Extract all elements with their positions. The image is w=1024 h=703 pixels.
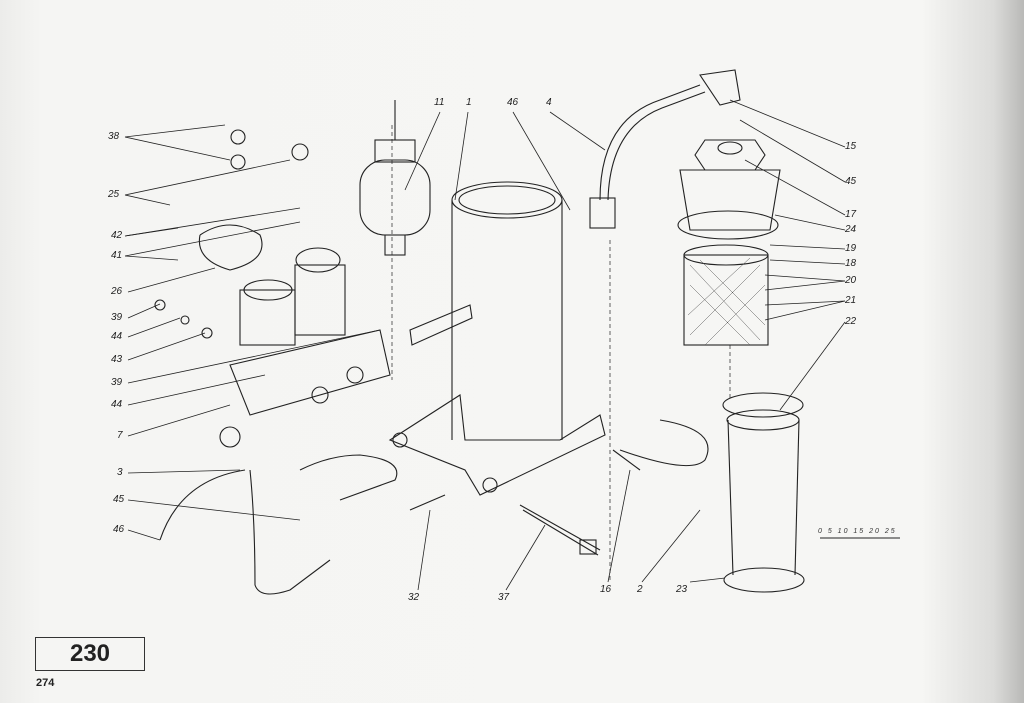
callout-21: 21 xyxy=(845,295,857,306)
callout-20: 20 xyxy=(845,275,857,286)
callout-24: 24 xyxy=(845,224,857,235)
callout-32: 32 xyxy=(408,592,420,603)
callout-25: 25 xyxy=(108,189,120,200)
figure-number-box: 230 xyxy=(35,637,145,671)
callout-44: 44 xyxy=(111,331,123,342)
callout-17: 17 xyxy=(845,209,857,220)
callout-4: 4 xyxy=(546,97,552,108)
callout-39: 39 xyxy=(111,312,123,323)
page-number: 274 xyxy=(36,677,55,689)
callout-46: 46 xyxy=(507,97,519,108)
callout-46: 46 xyxy=(113,524,125,535)
callout-37: 37 xyxy=(498,592,510,603)
callout-2: 2 xyxy=(637,584,643,595)
callout-7: 7 xyxy=(117,430,123,441)
callout-18: 18 xyxy=(845,258,857,269)
callout-45: 45 xyxy=(113,494,125,505)
callout-3: 3 xyxy=(117,467,123,478)
callout-19: 19 xyxy=(845,243,857,254)
callout-16: 16 xyxy=(600,584,612,595)
callout-38: 38 xyxy=(108,131,120,142)
callout-45: 45 xyxy=(845,176,857,187)
callout-43: 43 xyxy=(111,354,123,365)
leader-lines xyxy=(124,99,846,591)
callout-1: 1 xyxy=(466,97,472,108)
scale-label: 0 5 10 15 20 25 xyxy=(818,528,897,535)
fuel-filter-11 xyxy=(359,100,431,256)
callout-44: 44 xyxy=(111,399,123,410)
filter-housing xyxy=(388,181,606,496)
injection-pump-assembly xyxy=(154,129,391,448)
callout-15: 15 xyxy=(845,141,857,152)
callout-41: 41 xyxy=(111,250,123,261)
callout-42: 42 xyxy=(111,230,123,241)
callout-26: 26 xyxy=(111,286,123,297)
callout-23: 23 xyxy=(676,584,688,595)
callout-22: 22 xyxy=(845,316,857,327)
filter-element xyxy=(677,139,805,593)
fuel-pipes xyxy=(159,69,741,595)
figure-number: 230 xyxy=(69,640,111,667)
callout-39: 39 xyxy=(111,377,123,388)
callout-11: 11 xyxy=(434,97,445,108)
